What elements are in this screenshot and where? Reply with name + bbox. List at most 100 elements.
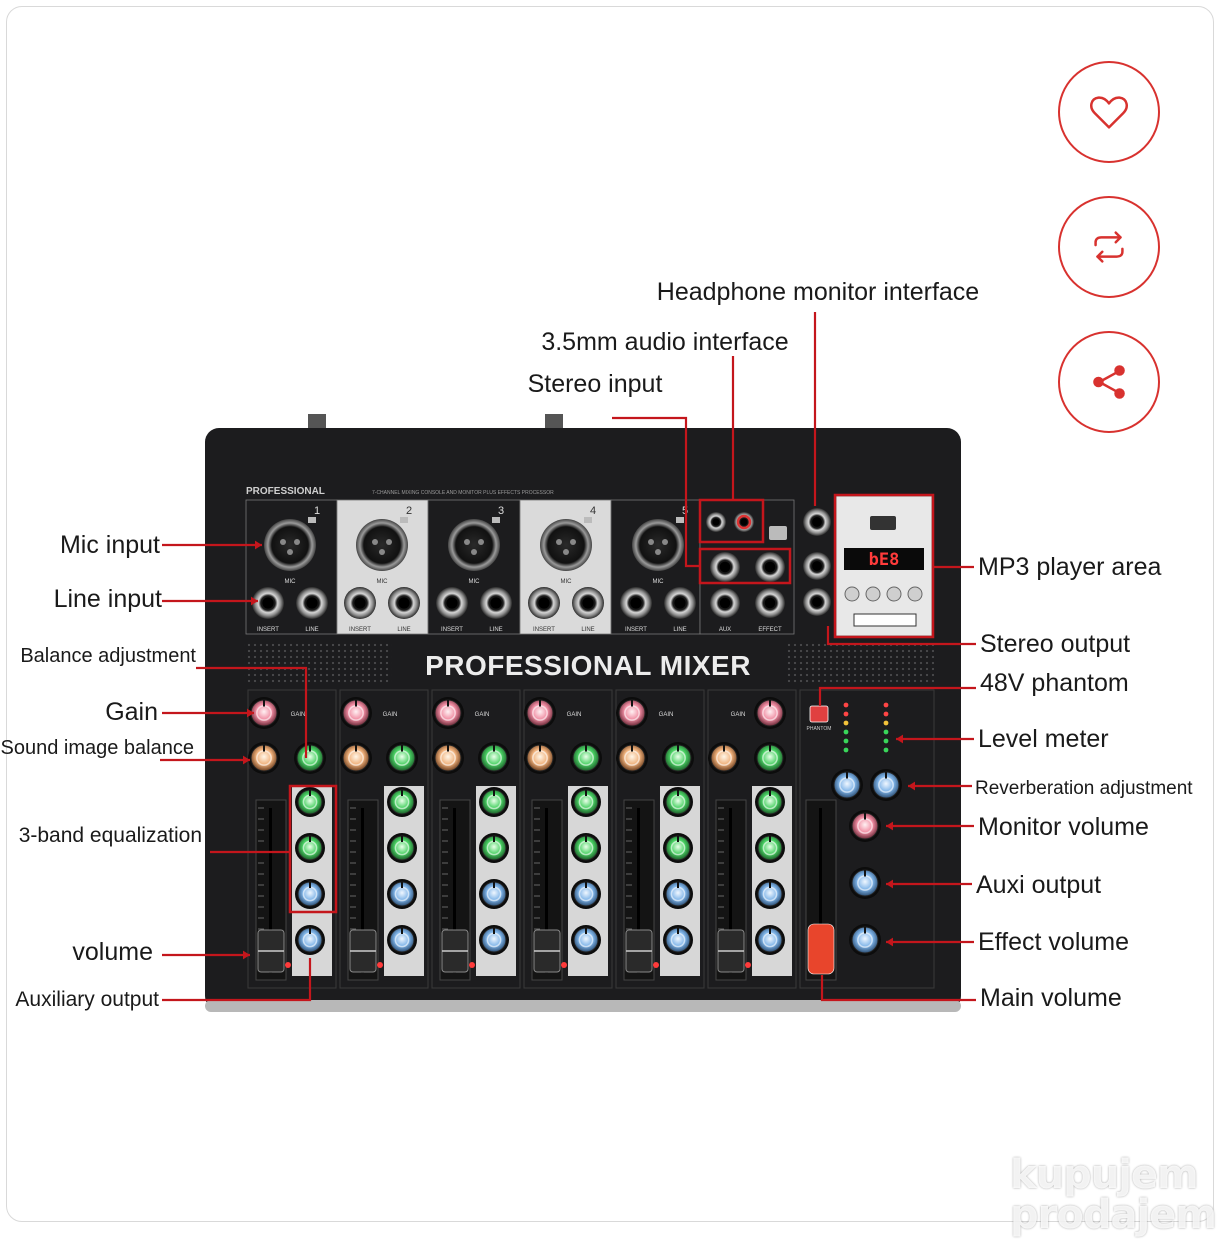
- pan-knob[interactable]: [432, 742, 464, 774]
- mic-xlr-input[interactable]: [540, 517, 592, 571]
- eq-high-knob[interactable]: [755, 787, 785, 817]
- fader-slot: [453, 808, 456, 973]
- headphone-jack[interactable]: [803, 508, 831, 536]
- balance-knob[interactable]: [570, 742, 602, 774]
- eq-high-knob[interactable]: [479, 787, 509, 817]
- stereo-in-left-jack[interactable]: [710, 552, 740, 582]
- mic-xlr-input[interactable]: [632, 517, 684, 571]
- rca-white-jack[interactable]: [706, 512, 726, 532]
- eq-high-knob[interactable]: [295, 787, 325, 817]
- label-auxiliary-output: Auxiliary output: [15, 988, 159, 1011]
- gain-knob[interactable]: [524, 697, 556, 729]
- insert-jack[interactable]: [344, 587, 376, 619]
- pan-knob[interactable]: [524, 742, 556, 774]
- eq-high-knob[interactable]: [571, 787, 601, 817]
- aux-send-knob[interactable]: [663, 925, 693, 955]
- gain-knob[interactable]: [248, 697, 280, 729]
- line-jack[interactable]: [572, 587, 604, 619]
- peak-led: [653, 962, 659, 968]
- effect-out-jack-socket: [764, 597, 776, 609]
- eq-mid-knob[interactable]: [755, 833, 785, 863]
- gain-knob[interactable]: [616, 697, 648, 729]
- line-label: LINE: [489, 627, 502, 633]
- mic-xlr-input-pin: [556, 539, 562, 545]
- eq-low-knob[interactable]: [755, 879, 785, 909]
- mp3-control-button[interactable]: [865, 586, 881, 602]
- eq-low-knob[interactable]: [295, 879, 325, 909]
- mic-xlr-input[interactable]: [356, 517, 408, 571]
- pan-knob[interactable]: [248, 742, 280, 774]
- eq-high-knob[interactable]: [663, 787, 693, 817]
- pan-knob[interactable]: [616, 742, 648, 774]
- mic-xlr-input[interactable]: [264, 517, 316, 571]
- balance-knob[interactable]: [478, 742, 510, 774]
- label-auxi-output: Auxi output: [976, 871, 1101, 899]
- line-jack[interactable]: [664, 587, 696, 619]
- main-fader[interactable]: [807, 923, 835, 975]
- aux-send-knob[interactable]: [755, 925, 785, 955]
- eq-low-knob[interactable]: [479, 879, 509, 909]
- aux-send-knob[interactable]: [479, 925, 509, 955]
- channel-number: 2: [406, 505, 412, 517]
- eq-low-knob[interactable]: [571, 879, 601, 909]
- pan-knob[interactable]: [708, 742, 740, 774]
- balance-knob[interactable]: [754, 742, 786, 774]
- insert-jack-socket: [630, 597, 642, 609]
- aux-send-knob[interactable]: [387, 925, 417, 955]
- line-jack[interactable]: [296, 587, 328, 619]
- mic-xlr-input-pin: [386, 539, 392, 545]
- eq-mid-knob[interactable]: [295, 833, 325, 863]
- level-meter-led: [843, 702, 849, 708]
- stereo-in-right-jack-socket: [764, 561, 776, 573]
- mic-xlr-input-pin: [280, 539, 286, 545]
- mp3-control-button[interactable]: [886, 586, 902, 602]
- insert-jack[interactable]: [528, 587, 560, 619]
- mixer-base: [205, 1000, 961, 1012]
- gain-knob[interactable]: [432, 697, 464, 729]
- line-jack-socket: [398, 597, 410, 609]
- balance-knob[interactable]: [386, 742, 418, 774]
- monitor-volume-knob[interactable]: [849, 810, 881, 842]
- line-jack[interactable]: [388, 587, 420, 619]
- pan-knob[interactable]: [340, 742, 372, 774]
- arrow-level-meter: [896, 734, 903, 744]
- insert-jack[interactable]: [620, 587, 652, 619]
- stereo-out-right-jack[interactable]: [803, 588, 831, 616]
- effect-volume-knob[interactable]: [849, 924, 881, 956]
- favorite-button[interactable]: [1058, 61, 1160, 163]
- phantom-48v-button[interactable]: [809, 705, 829, 723]
- eq-mid-knob[interactable]: [571, 833, 601, 863]
- aux-send-knob[interactable]: [295, 925, 325, 955]
- stereo-in-right-jack[interactable]: [755, 552, 785, 582]
- insert-jack[interactable]: [252, 587, 284, 619]
- aux-out-jack[interactable]: [710, 588, 740, 618]
- share-button[interactable]: [1058, 331, 1160, 433]
- mp3-control-button[interactable]: [844, 586, 860, 602]
- insert-jack[interactable]: [436, 587, 468, 619]
- eq-mid-knob[interactable]: [387, 833, 417, 863]
- delay-knob[interactable]: [831, 769, 863, 801]
- eq-mid-knob[interactable]: [663, 833, 693, 863]
- aux-master-knob[interactable]: [849, 867, 881, 899]
- mic-xlr-input[interactable]: [448, 517, 500, 571]
- gain-knob[interactable]: [340, 697, 372, 729]
- stereo-out-left-jack[interactable]: [803, 552, 831, 580]
- eq-high-knob[interactable]: [387, 787, 417, 817]
- line-jack[interactable]: [480, 587, 512, 619]
- effect-out-jack[interactable]: [755, 588, 785, 618]
- gain-knob[interactable]: [754, 697, 786, 729]
- mp3-control-button[interactable]: [907, 586, 923, 602]
- level-meter-led: [843, 720, 849, 726]
- repeat-knob[interactable]: [870, 769, 902, 801]
- aux-send-knob[interactable]: [571, 925, 601, 955]
- arrow-monitor: [886, 821, 893, 831]
- repost-button[interactable]: [1058, 196, 1160, 298]
- eq-mid-knob[interactable]: [479, 833, 509, 863]
- leader-balance: [196, 666, 308, 758]
- balance-knob[interactable]: [294, 742, 326, 774]
- eq-low-knob[interactable]: [663, 879, 693, 909]
- eq-low-knob[interactable]: [387, 879, 417, 909]
- balance-knob[interactable]: [662, 742, 694, 774]
- mic-label: MIC: [653, 579, 665, 585]
